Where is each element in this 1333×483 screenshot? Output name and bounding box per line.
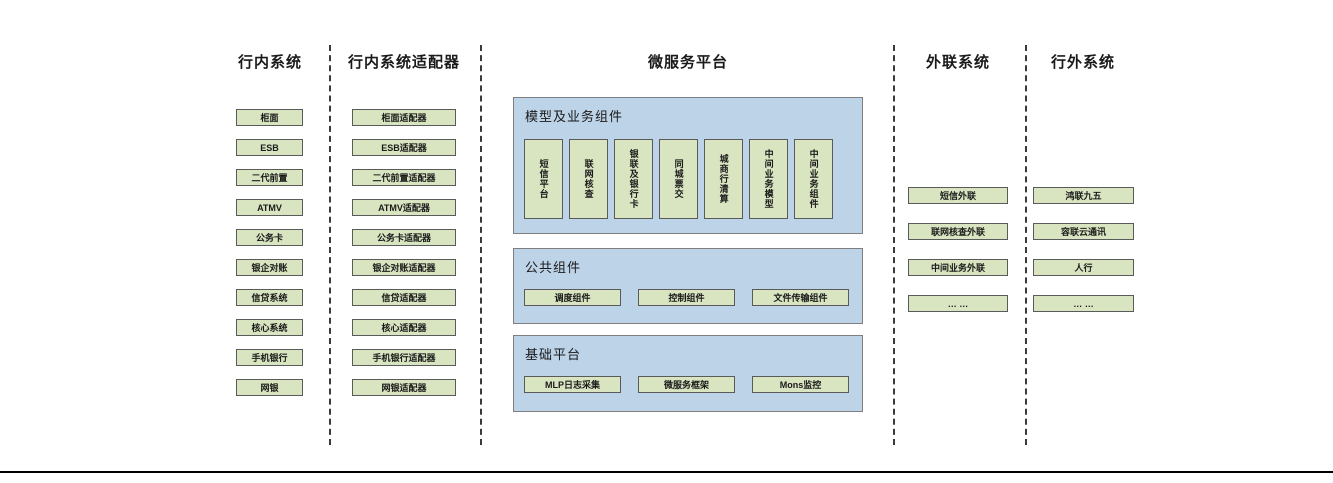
- panel-title: 公共组件: [525, 260, 582, 275]
- inbank-node: 核心系统: [236, 319, 303, 336]
- inbank-node: 二代前置: [236, 169, 303, 186]
- adapter-node: 公务卡适配器: [352, 229, 456, 246]
- inbank-node: ESB: [236, 139, 303, 156]
- external-node: 短信外联: [908, 187, 1008, 204]
- adapter-node: 手机银行适配器: [352, 349, 456, 366]
- platform-node: 短信平台: [524, 139, 563, 219]
- platform-node: 中间业务模型: [749, 139, 788, 219]
- platform-node: 银联及银行卡: [614, 139, 653, 219]
- adapter-node: 网银适配器: [352, 379, 456, 396]
- platform-node: Mons监控: [752, 376, 849, 393]
- outbank-node: 容联云通讯: [1033, 223, 1134, 240]
- model-components-row: 短信平台 联网核查 银联及银行卡 同城票交 城商行清算 中间业务模型 中间业务组…: [524, 139, 833, 219]
- inbank-node: ATMV: [236, 199, 303, 216]
- panel-common-components: 公共组件 调度组件 控制组件 文件传输组件: [513, 248, 863, 324]
- external-node: 联网核查外联: [908, 223, 1008, 240]
- adapter-node: 银企对账适配器: [352, 259, 456, 276]
- adapter-column: 柜面适配器 ESB适配器 二代前置适配器 ATMV适配器 公务卡适配器 银企对账…: [352, 109, 456, 396]
- column-header-outbank: 行外系统: [1050, 54, 1115, 71]
- platform-node: 联网核查: [569, 139, 608, 219]
- common-components-row: 调度组件 控制组件 文件传输组件: [524, 289, 849, 306]
- column-divider: [329, 45, 331, 445]
- panel-title: 模型及业务组件: [525, 109, 624, 124]
- panel-title: 基础平台: [525, 347, 582, 362]
- column-header-inbank: 行内系统: [237, 54, 302, 71]
- outbank-node: 人行: [1033, 259, 1134, 276]
- column-header-external: 外联系统: [925, 54, 990, 71]
- inbank-node: 手机银行: [236, 349, 303, 366]
- inbank-node: 银企对账: [236, 259, 303, 276]
- adapter-node: 二代前置适配器: [352, 169, 456, 186]
- inbank-node: 公务卡: [236, 229, 303, 246]
- adapter-node: 信贷适配器: [352, 289, 456, 306]
- bottom-border-line: [0, 471, 1333, 473]
- platform-node: MLP日志采集: [524, 376, 621, 393]
- panel-base-platform: 基础平台 MLP日志采集 微服务框架 Mons监控: [513, 335, 863, 412]
- outbank-node: 鸿联九五: [1033, 187, 1134, 204]
- platform-node: 文件传输组件: [752, 289, 849, 306]
- column-header-platform: 微服务平台: [647, 54, 728, 71]
- platform-node: 控制组件: [638, 289, 735, 306]
- external-node-ellipsis: … …: [908, 295, 1008, 312]
- inbank-node: 柜面: [236, 109, 303, 126]
- external-column: 短信外联 联网核查外联 中间业务外联 … …: [908, 187, 1008, 312]
- platform-node: 调度组件: [524, 289, 621, 306]
- column-divider: [1025, 45, 1027, 445]
- base-platform-row: MLP日志采集 微服务框架 Mons监控: [524, 376, 849, 393]
- inbank-column: 柜面 ESB 二代前置 ATMV 公务卡 银企对账 信贷系统 核心系统 手机银行…: [236, 109, 303, 396]
- platform-node: 城商行清算: [704, 139, 743, 219]
- adapter-node: 柜面适配器: [352, 109, 456, 126]
- column-divider: [893, 45, 895, 445]
- inbank-node: 网银: [236, 379, 303, 396]
- platform-node: 同城票交: [659, 139, 698, 219]
- panel-model-business-components: 模型及业务组件 短信平台 联网核查 银联及银行卡 同城票交 城商行清算 中间业务…: [513, 97, 863, 234]
- inbank-node: 信贷系统: [236, 289, 303, 306]
- platform-node: 中间业务组件: [794, 139, 833, 219]
- outbank-column: 鸿联九五 容联云通讯 人行 … …: [1033, 187, 1134, 312]
- external-node: 中间业务外联: [908, 259, 1008, 276]
- adapter-node: ATMV适配器: [352, 199, 456, 216]
- adapter-node: ESB适配器: [352, 139, 456, 156]
- outbank-node-ellipsis: … …: [1033, 295, 1134, 312]
- adapter-node: 核心适配器: [352, 319, 456, 336]
- platform-node: 微服务框架: [638, 376, 735, 393]
- column-divider: [480, 45, 482, 445]
- column-header-adapter: 行内系统适配器: [347, 54, 460, 71]
